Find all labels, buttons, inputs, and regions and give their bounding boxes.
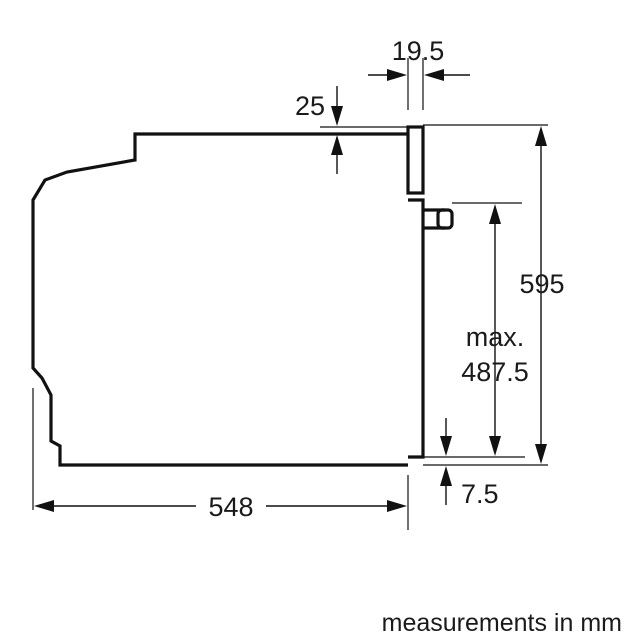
caption: measurements in mm [382,609,622,637]
door-panel [408,198,425,459]
arrow-top-up [331,135,343,155]
arrow-max-top [489,204,501,224]
label-max-value: 487.5 [461,357,529,387]
label-depth: 548 [208,492,253,522]
handle-knob [436,208,454,230]
arrow-bottom-up [440,466,452,486]
label-max: max. [466,322,525,352]
arrow-top-down [331,106,343,126]
arrow-bottom-down [440,436,452,456]
label-front-thickness: 19.5 [392,36,445,66]
label-bottom-offset: 7.5 [461,479,499,509]
arrow-depth-left [34,500,54,512]
arrow-depth-right [387,500,407,512]
arrow-height-top [535,126,547,146]
front-panel [406,125,425,195]
arrow-max-bottom [489,436,501,456]
arrow-front-right [424,69,444,81]
handle [423,208,445,230]
arrow-height-bottom [535,444,547,464]
oven-body-outline [31,132,408,467]
label-height: 595 [519,269,564,299]
arrow-front-left [387,69,407,81]
label-top-offset: 25 [295,91,325,121]
